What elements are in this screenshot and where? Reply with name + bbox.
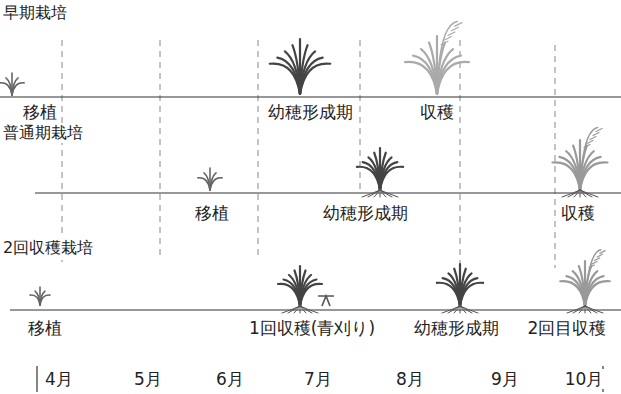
grain-stroke <box>589 265 594 268</box>
root-stroke <box>574 190 580 197</box>
leaf-stroke <box>437 62 469 94</box>
stage-label: 移植 <box>27 318 63 338</box>
axis-line <box>0 96 621 97</box>
stage-label: 1回収穫(青刈り) <box>248 318 376 338</box>
month-label: 6月 <box>215 369 245 389</box>
root-stroke <box>442 306 460 313</box>
section-title: 2回収穫栽培 <box>2 238 94 258</box>
month-label: 9月 <box>490 369 520 389</box>
stage-label: 幼穂形成期 <box>413 318 500 338</box>
leaf-stroke <box>300 284 322 306</box>
root-stroke <box>579 306 585 313</box>
stage-label: 2回目収穫 <box>527 318 608 338</box>
leaf-stroke <box>429 43 437 94</box>
leaf-stroke <box>6 78 12 95</box>
leaf-stroke <box>12 83 24 95</box>
divider-line <box>258 40 259 258</box>
time-axes <box>0 97 621 310</box>
grain-stroke <box>448 32 455 35</box>
grain-stroke <box>596 129 602 132</box>
divider-line <box>62 40 63 262</box>
stage-label: 移植 <box>194 203 230 223</box>
root-stroke <box>585 306 603 313</box>
rice-plant <box>270 39 331 94</box>
section-title: 普通期栽培 <box>2 123 84 143</box>
stage-label: 幼穂形成期 <box>322 203 409 223</box>
root-stroke <box>573 306 585 313</box>
divider-line <box>160 40 161 258</box>
month-dividers <box>62 40 555 300</box>
month-label: 10月 <box>564 369 605 389</box>
grain-stroke <box>592 261 597 264</box>
divider-line <box>555 45 556 268</box>
month-bracket <box>37 366 603 392</box>
month-label: 7月 <box>303 369 333 389</box>
root-stroke <box>282 306 300 313</box>
leaf-stroke <box>300 58 323 94</box>
stage-label: 収穫 <box>560 203 596 223</box>
grain-stroke <box>594 258 599 261</box>
rice-plant <box>437 264 483 313</box>
leaf-stroke <box>580 162 608 190</box>
root-stroke <box>374 190 380 197</box>
section-title: 早期栽培 <box>2 3 68 23</box>
leaf-stroke <box>300 64 330 94</box>
panicle-stroke <box>439 22 457 66</box>
grain-stroke <box>455 23 462 26</box>
rice-plant <box>405 22 469 95</box>
grain-stroke <box>587 141 593 144</box>
leaf-stroke <box>585 281 610 306</box>
grain-stroke <box>597 254 602 257</box>
root-stroke <box>460 306 478 313</box>
leaf-stroke <box>40 295 50 305</box>
leaf-stroke <box>204 173 210 190</box>
root-stroke <box>454 306 460 313</box>
leaf-stroke <box>437 56 461 94</box>
divider-line <box>460 40 461 300</box>
grain-stroke <box>584 145 590 148</box>
rice-plants <box>0 22 610 314</box>
grain-stroke <box>451 27 458 30</box>
root-stroke <box>288 306 300 313</box>
root-stroke <box>362 190 380 197</box>
leaf-stroke <box>292 45 300 94</box>
rice-plant <box>0 73 24 95</box>
rice-plant <box>560 250 610 313</box>
bracket-tick <box>36 366 37 392</box>
stage-label: 移植 <box>22 102 58 122</box>
stage-label: 幼穂形成期 <box>267 102 354 122</box>
axis-line <box>35 192 621 193</box>
month-label: 8月 <box>395 369 425 389</box>
grain-stroke <box>600 251 605 254</box>
rice-plant <box>30 287 50 305</box>
root-stroke <box>562 190 580 197</box>
root-stroke <box>294 306 300 313</box>
root-stroke <box>568 190 580 197</box>
grain-stroke <box>441 41 448 44</box>
grain-stroke <box>444 37 451 40</box>
root-stroke <box>368 190 380 197</box>
leaf-stroke <box>210 178 222 190</box>
cut-stub <box>318 296 334 306</box>
rice-plant <box>357 148 403 197</box>
axis-line <box>10 309 621 310</box>
root-stroke <box>448 306 460 313</box>
root-stroke <box>300 306 318 313</box>
leaf-stroke <box>380 167 403 190</box>
month-label: 5月 <box>133 369 163 389</box>
rice-plant <box>278 266 322 313</box>
root-stroke <box>580 190 598 197</box>
panicle-stroke <box>587 250 601 284</box>
leaf-stroke <box>460 283 483 306</box>
month-label: 4月 <box>44 369 74 389</box>
stage-label: 収穫 <box>419 102 455 122</box>
rice-plant <box>553 128 608 198</box>
panicle-stroke <box>582 128 598 166</box>
rice-plant <box>198 168 222 190</box>
grain-stroke <box>590 137 596 140</box>
grain-stroke <box>593 133 599 136</box>
root-stroke <box>567 306 585 313</box>
root-stroke <box>380 190 398 197</box>
